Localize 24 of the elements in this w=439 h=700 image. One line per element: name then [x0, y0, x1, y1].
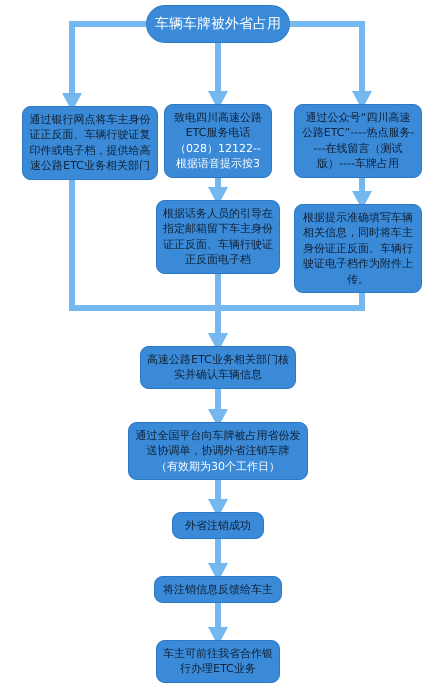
step-text: 高速公路ETC业务相关部门核实并确认车辆信息 [147, 352, 289, 383]
process-box [22, 106, 158, 180]
process-box [154, 576, 282, 604]
start-text: 车辆车牌被外省占用 [155, 15, 281, 34]
step-text: 致电四川高速公路ETC服务电话 [173, 110, 263, 141]
step-text: 通过公众号“四川高速公路ETC”----热点服务----在线留言（测试版）----车牌占用 [301, 110, 415, 172]
step-text: 根据提示准确填写车辆相关信息，同时将车主身份证正反面、车辆行驶证电子档作为附件上传。 [302, 210, 414, 287]
process-box [294, 104, 422, 178]
step-text: 通过全国平台向车牌被占用省份发送协调单，协调外省注销车牌 [135, 428, 301, 459]
process-box [294, 204, 422, 293]
step-text: 车主可前往我省合作银行办理ETC业务 [163, 646, 273, 677]
step-text: 通过银行网点将车主身份证正反面、车辆行驶证复印件或电子档，提供给高速公路ETC业务相关部门 [29, 112, 151, 174]
process-box [164, 104, 272, 178]
step-text: （028）12122--根据语音提示按3 [174, 140, 262, 172]
process-box [156, 200, 280, 274]
process-box [128, 422, 308, 480]
step-text: （有效期为30个工作日） [156, 458, 280, 474]
start-box [146, 5, 290, 44]
process-box [172, 512, 264, 540]
process-box [156, 640, 280, 683]
process-box [140, 346, 296, 389]
step-text: 根据话务人员的引导在指定邮箱留下车主身份证正反面、车辆行驶证正反面电子档 [163, 206, 273, 268]
step-text: 外省注销成功 [185, 518, 251, 534]
step-text: 将注销信息反馈给车主 [163, 582, 273, 598]
